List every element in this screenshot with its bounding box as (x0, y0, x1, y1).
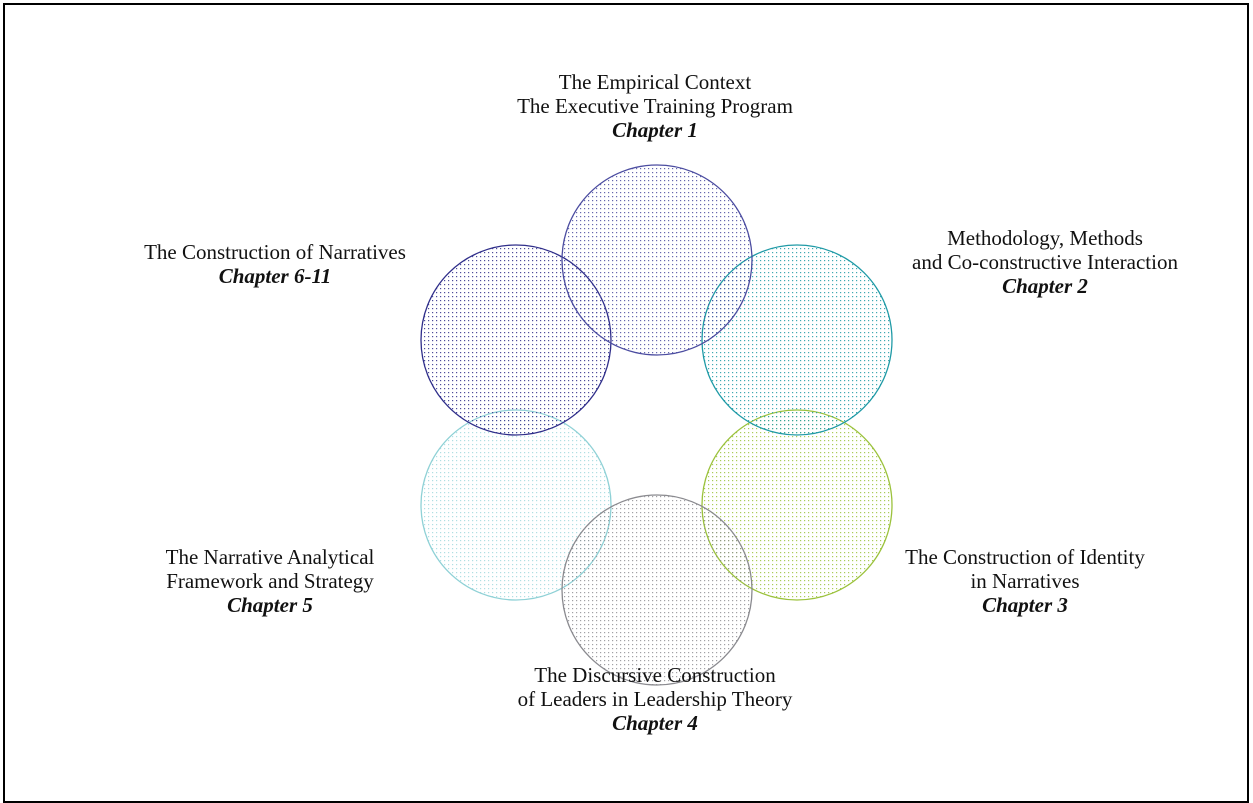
circle-chapter-1 (561, 164, 753, 356)
label-line: Framework and Strategy (166, 569, 374, 593)
label-line: The Executive Training Program (517, 94, 793, 118)
label-line: The Empirical Context (558, 70, 752, 94)
label-line: and Co-constructive Interaction (912, 250, 1178, 274)
label-chapter-6-11: The Construction of Narratives Chapter 6… (95, 240, 455, 288)
chapter-label: Chapter 1 (612, 118, 698, 142)
label-line: of Leaders in Leadership Theory (517, 687, 793, 711)
chapter-label: Chapter 3 (982, 593, 1068, 617)
label-line: Methodology, Methods (947, 226, 1143, 250)
label-chapter-3: The Construction of Identity in Narrativ… (870, 545, 1180, 617)
circle-chapter-4 (561, 494, 753, 686)
label-line: in Narratives (970, 569, 1080, 593)
label-chapter-4: The Discursive Construction of Leaders i… (450, 663, 860, 735)
label-chapter-2: Methodology, Methods and Co-constructive… (850, 226, 1240, 298)
chapter-label: Chapter 2 (1002, 274, 1088, 298)
label-line: The Narrative Analytical (165, 545, 375, 569)
label-line: The Construction of Identity (905, 545, 1145, 569)
chapter-label: Chapter 5 (227, 593, 313, 617)
chapter-label: Chapter 6-11 (218, 264, 332, 288)
label-line: The Construction of Narratives (144, 240, 406, 264)
chapter-label: Chapter 4 (612, 711, 698, 735)
label-chapter-1: The Empirical Context The Executive Trai… (440, 70, 870, 142)
label-chapter-5: The Narrative Analytical Framework and S… (110, 545, 430, 617)
label-line: The Discursive Construction (534, 663, 776, 687)
